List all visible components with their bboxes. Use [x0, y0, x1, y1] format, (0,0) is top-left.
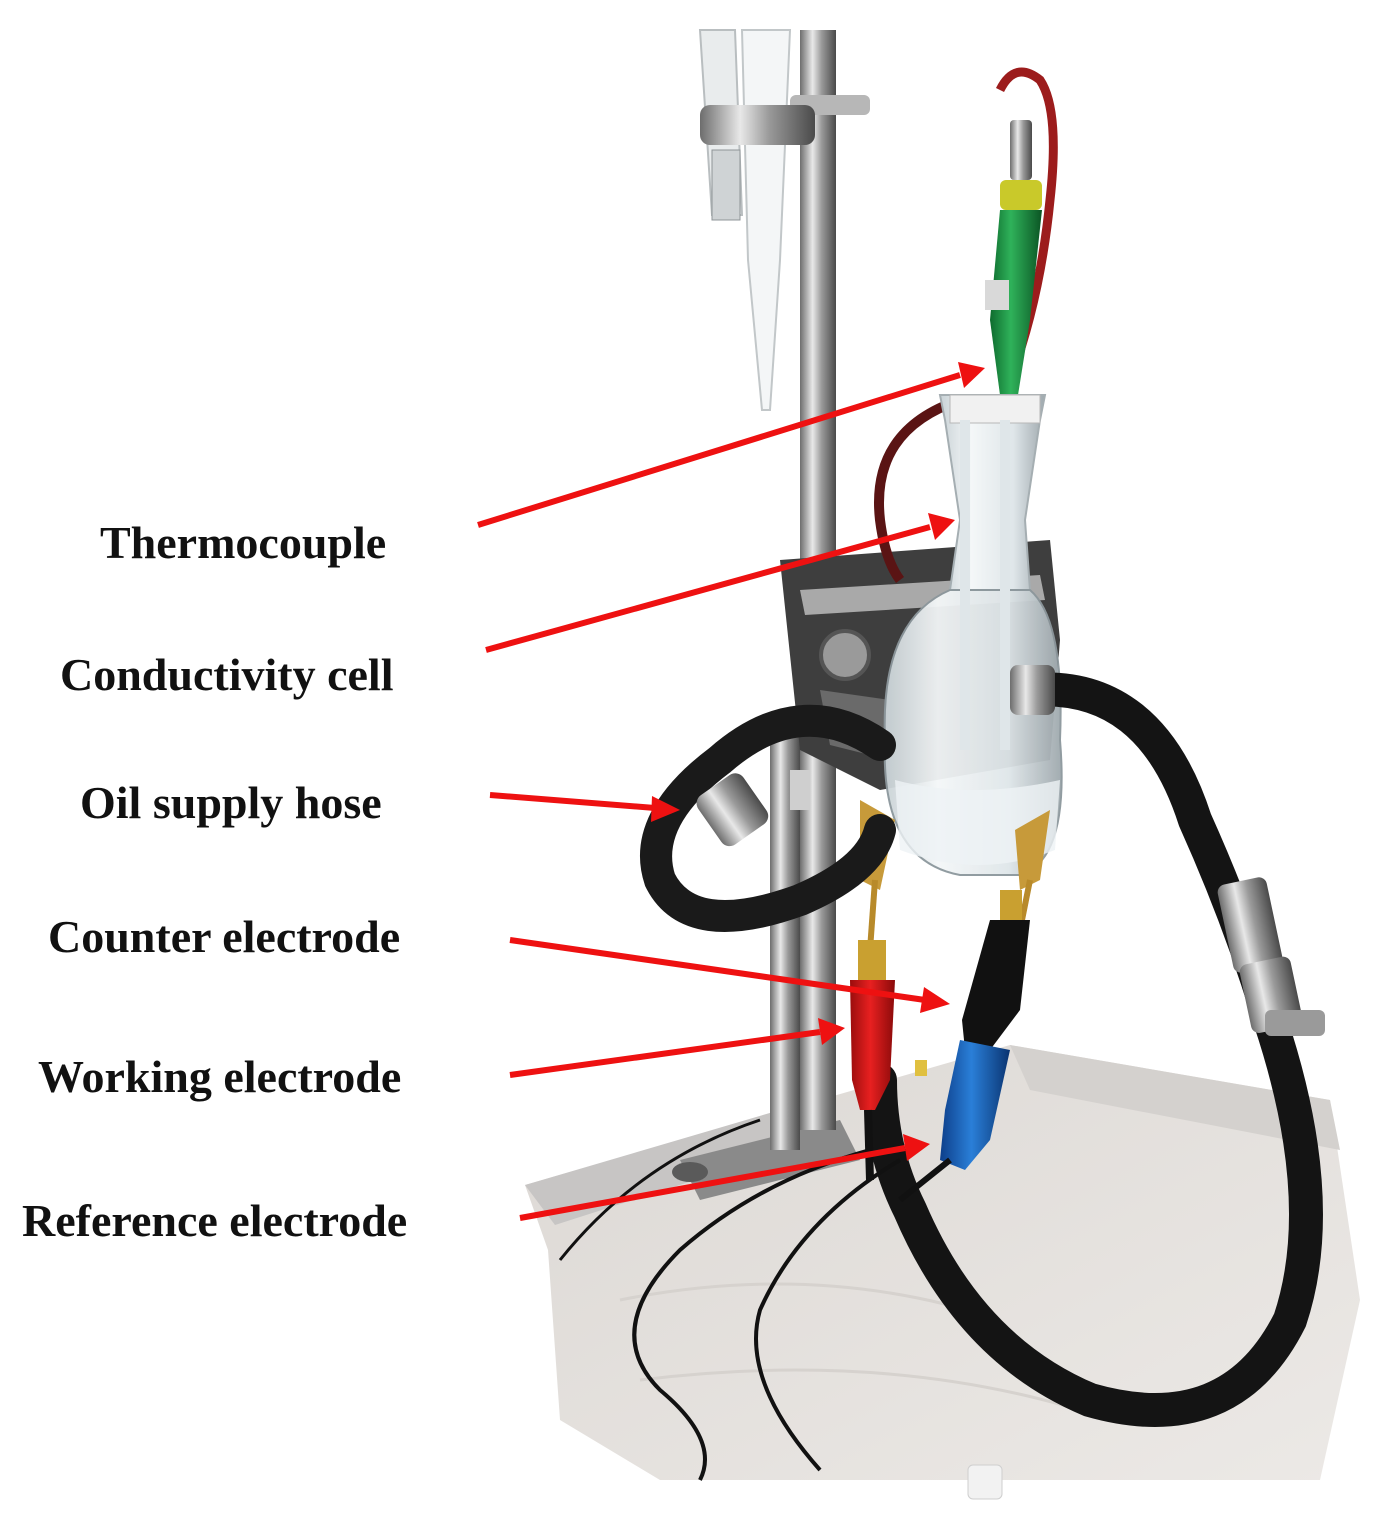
red-loop-wire: [995, 67, 1058, 382]
arrow-working-electrode: [509, 1018, 845, 1078]
arrow-oil-supply-hose: [489, 792, 680, 822]
arrow-thermocouple: [477, 362, 985, 528]
thin-cables: [558, 1118, 902, 1481]
annotation-arrows: [477, 362, 985, 1221]
label-conductivity-cell: Conductivity cell: [60, 649, 394, 700]
pipette: [698, 29, 815, 411]
conductivity-cell-glass: [883, 394, 1063, 876]
thermocouple-probe: [985, 120, 1042, 395]
label-reference-electrode: Reference electrode: [22, 1195, 408, 1246]
arrow-counter-electrode: [509, 937, 950, 1013]
label-oil-supply-hose: Oil supply hose: [80, 777, 382, 828]
thermocouple-wire: [874, 395, 962, 583]
working-electrode-plug: [850, 940, 895, 1181]
oil-supply-hose-left: [640, 704, 896, 932]
oil-supply-hose-right: [863, 665, 1325, 1427]
arrow-reference-electrode: [519, 1134, 930, 1221]
reference-electrode-plug: [898, 1040, 1010, 1203]
label-working-electrode: Working electrode: [38, 1051, 402, 1102]
arrow-conductivity-cell: [485, 513, 955, 653]
label-counter-electrode: Counter electrode: [48, 911, 401, 962]
counter-electrode-plug: [962, 890, 1030, 1050]
label-thermocouple: Thermocouple: [100, 517, 387, 568]
